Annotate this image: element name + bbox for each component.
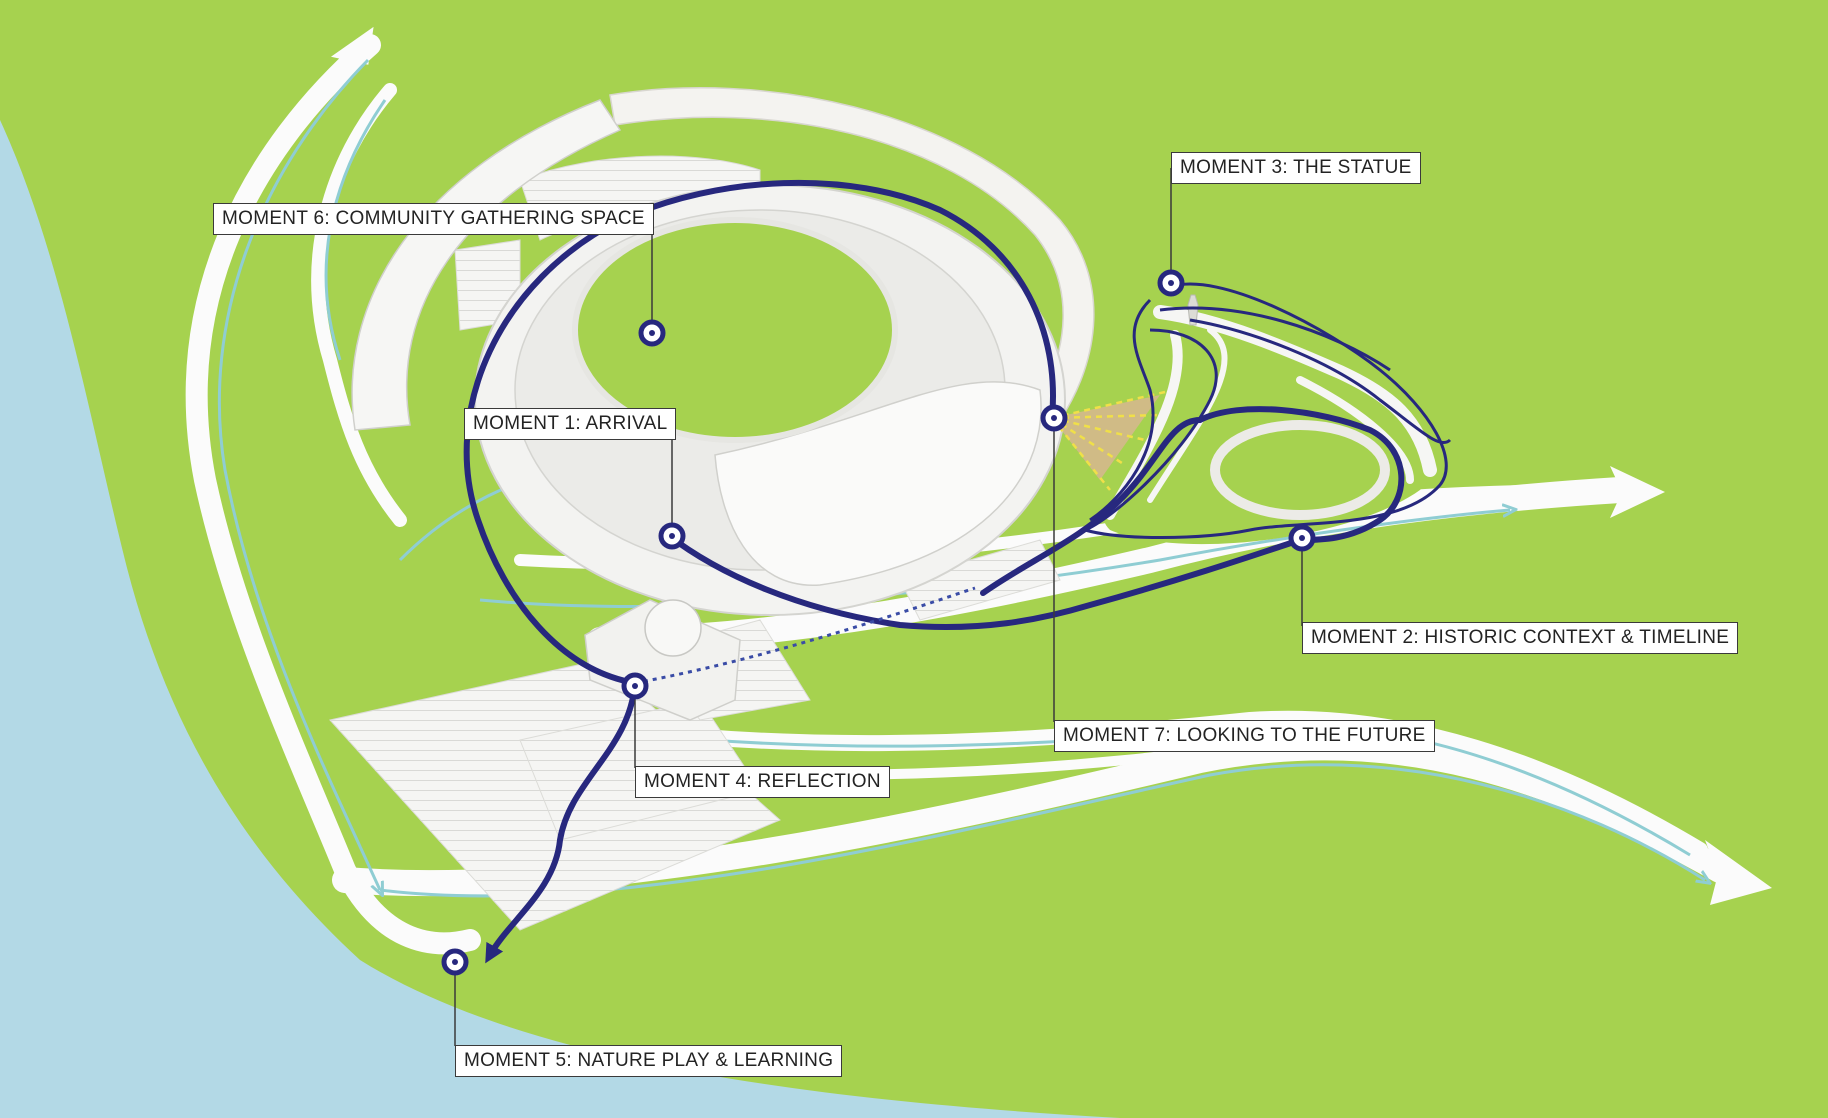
arrow-icon [1705,840,1772,905]
moment-7-label: MOMENT 7: LOOKING TO THE FUTURE [1054,720,1435,752]
plaza-fountain [644,599,702,657]
amphitheater-shell [714,381,1042,586]
arrow-icon [1610,466,1665,518]
marker-centers [452,280,1305,965]
moment-5-label: MOMENT 5: NATURE PLAY & LEARNING [455,1045,843,1077]
central-lawn [572,217,898,443]
moment-4-label: MOMENT 4: REFLECTION [635,766,890,798]
moment-3-label: MOMENT 3: THE STATUE [1171,152,1421,184]
statue-icon [1187,294,1199,326]
moment-6-label: MOMENT 6: COMMUNITY GATHERING SPACE [213,203,654,235]
sunken-lawn [1210,420,1390,520]
river [0,120,1120,1118]
statue-loop-route [1084,282,1452,539]
moment-1-label: MOMENT 1: ARRIVAL [464,408,677,440]
moment-2-label: MOMENT 2: HISTORIC CONTEXT & TIMELINE [1302,622,1739,654]
pavilion-roof [351,99,622,431]
arrow-icon [330,26,374,65]
